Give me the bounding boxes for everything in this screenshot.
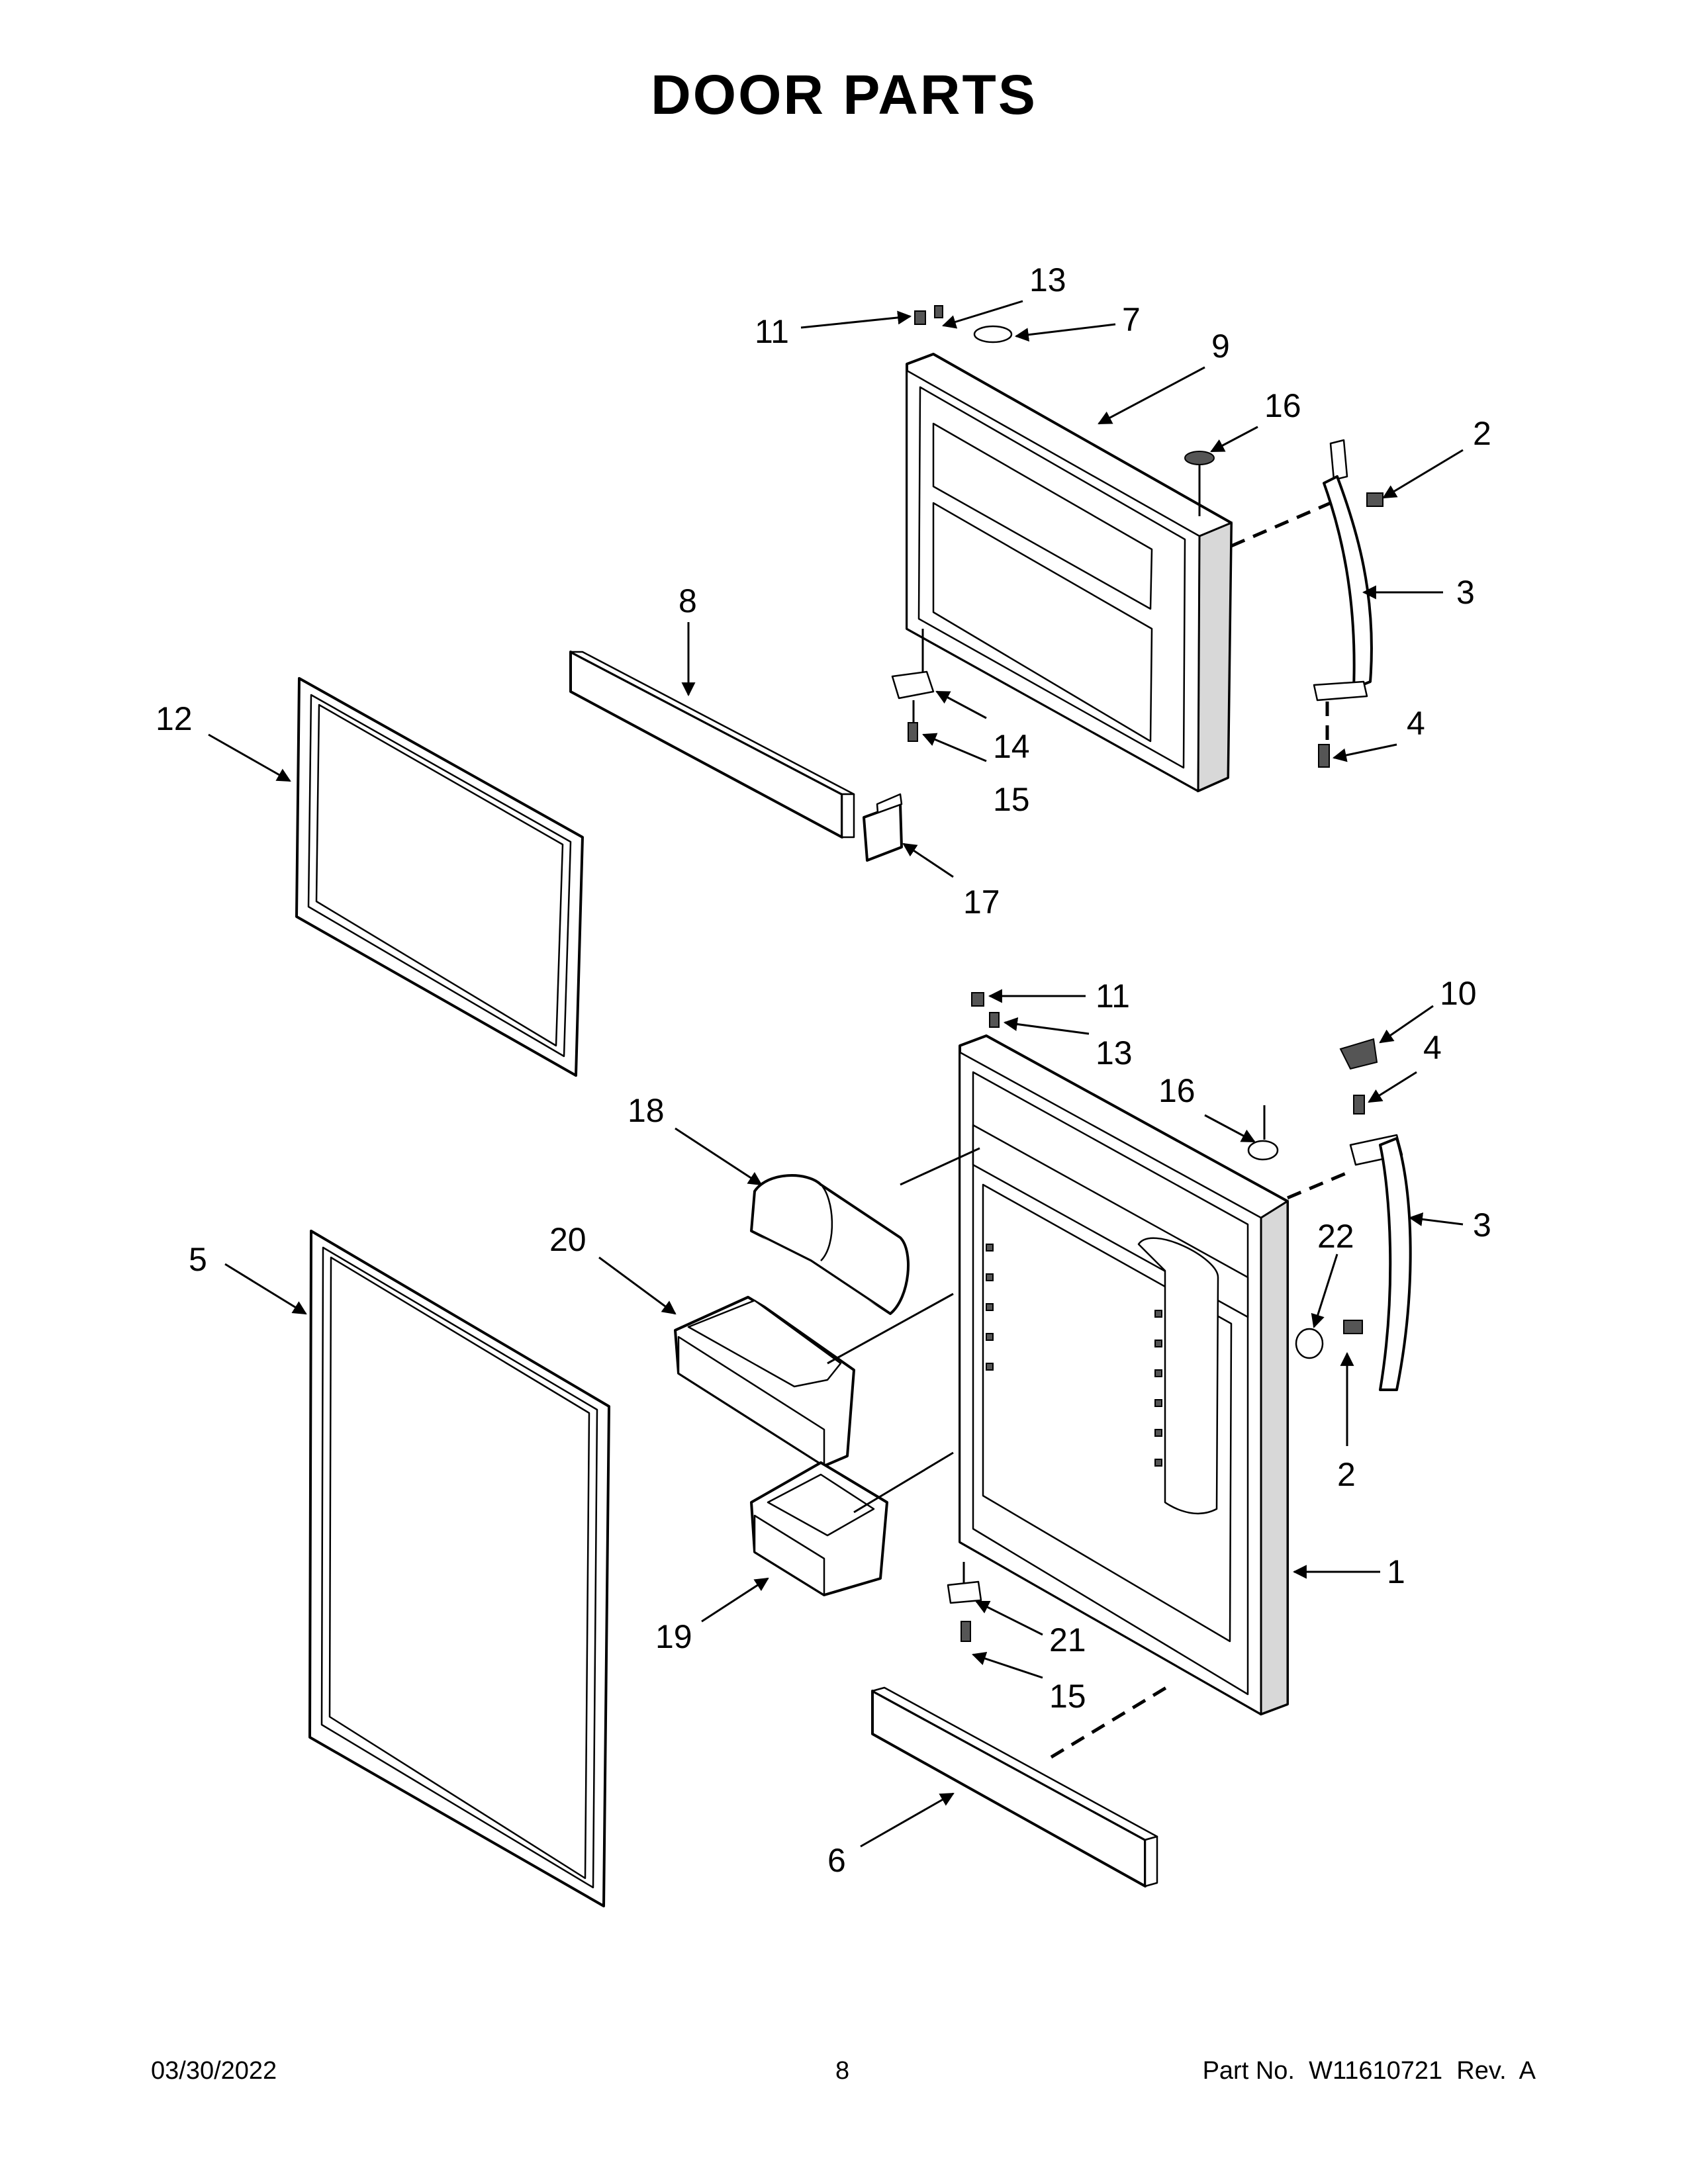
bushing-part-2-top — [1366, 492, 1383, 507]
callout-16-top: 16 — [1264, 387, 1301, 424]
fresh-food-hardware — [947, 992, 1412, 1642]
callout-5: 5 — [189, 1241, 207, 1278]
callout-15-bottom: 15 — [1049, 1678, 1086, 1715]
callout-1: 1 — [1387, 1553, 1405, 1590]
callout-17: 17 — [963, 884, 1000, 921]
callout-7: 7 — [1122, 301, 1141, 338]
callout-3-bottom: 3 — [1473, 1206, 1491, 1244]
screw-part-13-bottom — [989, 1012, 1000, 1028]
screw-part-13-top — [934, 305, 943, 318]
freezer-trim-part-8 — [569, 651, 855, 839]
callout-20: 20 — [549, 1221, 586, 1258]
callout-13-top: 13 — [1029, 261, 1066, 298]
hinge-part-14 — [891, 670, 935, 700]
dairy-door-part-18 — [750, 1174, 910, 1315]
callout-2-bottom: 2 — [1337, 1456, 1356, 1493]
callout-19: 19 — [655, 1618, 692, 1655]
fresh-food-gasket-part-5 — [308, 1230, 610, 1907]
footer-date: 03/30/2022 — [151, 2057, 277, 2085]
callout-3-top: 3 — [1456, 574, 1475, 611]
screw-part-11-top — [914, 310, 926, 325]
freezer-gasket-part-12 — [295, 677, 584, 1077]
callout-labels: 11 13 7 9 16 2 3 4 8 14 15 12 17 11 13 1… — [156, 261, 1491, 1879]
hinge-base-top — [1313, 680, 1368, 702]
bushing-part-2-bottom — [1343, 1320, 1363, 1334]
hinge-arm-part-3-top — [1323, 475, 1373, 690]
callout-18: 18 — [628, 1092, 665, 1129]
footer-page-number: 8 — [835, 2057, 850, 2085]
door-bin-part-20 — [674, 1296, 855, 1467]
callout-6: 6 — [827, 1842, 846, 1879]
screw-part-11-bottom — [971, 992, 984, 1007]
callout-10: 10 — [1440, 975, 1477, 1012]
callout-4-bottom: 4 — [1423, 1029, 1442, 1066]
screw-part-4-bottom — [1353, 1095, 1365, 1115]
door-bin-part-19 — [750, 1461, 888, 1596]
hinge-pin-part-10 — [1339, 1038, 1378, 1070]
callout-21: 21 — [1049, 1621, 1086, 1659]
screw-part-15-top — [908, 722, 918, 742]
screw-part-15-bottom — [961, 1621, 971, 1642]
callout-15-top: 15 — [993, 781, 1030, 818]
plug-part-7 — [973, 325, 1013, 343]
callout-2-top: 2 — [1473, 415, 1491, 452]
callout-11-bottom: 11 — [1096, 978, 1130, 1015]
door-shelf-slots — [986, 1244, 1162, 1467]
callout-12: 12 — [156, 700, 193, 737]
assembly-lines — [827, 465, 1351, 1759]
freezer-door-part-9 — [906, 353, 1233, 793]
bushing-part-22 — [1295, 1328, 1324, 1359]
plug-part-16-top — [1184, 451, 1215, 465]
freezer-hardware — [891, 305, 1383, 768]
callout-14: 14 — [993, 728, 1030, 765]
callout-11-top: 11 — [755, 313, 789, 350]
footer-part-number: Part No. W11610721 Rev. A — [1202, 2057, 1536, 2085]
callout-13-bottom: 13 — [1096, 1034, 1133, 1071]
hinge-part-21 — [947, 1580, 982, 1604]
callout-leaders — [208, 300, 1464, 1848]
cover-part-17 — [863, 793, 903, 862]
fresh-food-door-part-1 — [959, 1034, 1289, 1716]
hinge-top-part-3a — [1329, 439, 1348, 481]
hinge-arm-part-3-bottom — [1379, 1137, 1412, 1391]
screw-part-4-top — [1318, 744, 1330, 768]
page-title: DOOR PARTS — [651, 64, 1037, 126]
callout-4-top: 4 — [1407, 705, 1425, 742]
callout-9: 9 — [1211, 328, 1230, 365]
plug-part-16-bottom — [1247, 1140, 1279, 1161]
fresh-food-trim-part-6 — [871, 1686, 1158, 1888]
callout-16-bottom: 16 — [1158, 1072, 1196, 1109]
callout-22: 22 — [1317, 1218, 1354, 1255]
callout-8: 8 — [679, 582, 697, 619]
